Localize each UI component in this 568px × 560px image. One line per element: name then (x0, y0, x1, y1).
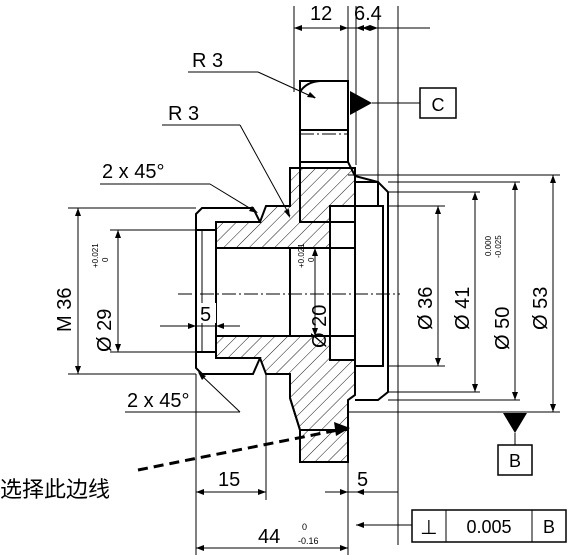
datum-b-box (497, 444, 533, 476)
dim-44-tol-lower: -0.16 (298, 536, 319, 546)
dimension-lines (75, 25, 556, 551)
relief-step (329, 247, 356, 337)
d50-label: Ø 50 (492, 307, 514, 350)
right-flange (355, 181, 389, 401)
dim-6-4-label: 6.4 (354, 3, 382, 25)
d20-label: Ø 20 (309, 305, 331, 348)
m36-label: M 36 (54, 288, 76, 332)
center-bore (215, 247, 331, 337)
select-edge-leader (137, 428, 339, 472)
tolerance-frame: ⊥ 0.005 B (356, 509, 567, 543)
datum-c-label: C (432, 95, 445, 115)
dim-5-bottom-label: 5 (357, 469, 368, 491)
dim-44-label: 44 (258, 526, 280, 548)
datum-b-triangle (503, 413, 527, 433)
d20-tol-lower: 0 (307, 257, 316, 262)
dim-12-label: 12 (310, 3, 332, 25)
d29-label: Ø 29 (94, 309, 116, 352)
d36-label: Ø 36 (415, 287, 437, 330)
datum-c-triangle (350, 91, 372, 115)
labels: R 3 R 3 2 x 45° 2 x 45° 12 6.4 M 36 Ø 29… (0, 3, 552, 548)
datum-c-box (419, 87, 457, 119)
lower-hub-section (215, 335, 356, 463)
d50-tol-upper: 0.000 (484, 235, 493, 256)
select-edge-label: 选择此边线 (0, 478, 110, 503)
d20-tol-upper: +0.021 (297, 243, 306, 268)
dim-5-bore-label: 5 (200, 304, 211, 326)
right-bore (354, 205, 384, 367)
r3-top-label: R 3 (192, 50, 223, 72)
chamfer-bottom-label: 2 x 45° (127, 390, 189, 412)
dim-44-tol-upper: 0 (302, 522, 307, 532)
d41-label: Ø 41 (452, 287, 474, 330)
leader-lines (100, 71, 350, 472)
d29-tol-lower: 0 (101, 257, 110, 262)
r3-mid-label: R 3 (168, 103, 199, 125)
extension-lines (68, 6, 560, 555)
left-bore (195, 229, 217, 353)
datum-b: B (497, 413, 533, 476)
d29-tol-upper: +0.021 (91, 243, 100, 268)
part-section (178, 80, 400, 463)
perpendicularity-symbol: ⊥ (420, 517, 437, 539)
chamfer-top-label: 2 x 45° (102, 161, 164, 183)
d50-tol-lower: -0.025 (494, 235, 503, 258)
tolerance-value: 0.005 (466, 517, 511, 537)
dim-15-label: 15 (218, 469, 240, 491)
tolerance-datum: B (543, 517, 555, 537)
d53-label: Ø 53 (530, 287, 552, 330)
datum-b-label: B (509, 451, 521, 471)
datum-c: C (350, 87, 457, 119)
